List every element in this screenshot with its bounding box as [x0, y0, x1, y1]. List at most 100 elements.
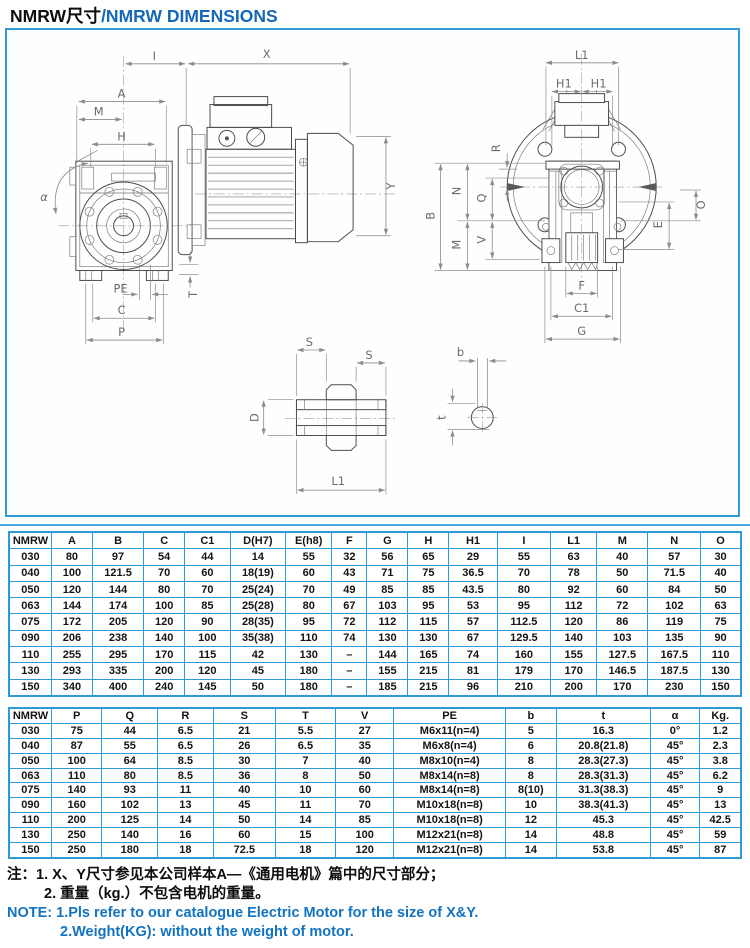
- table-cell: 130: [8, 662, 52, 680]
- table-cell: 125: [101, 812, 159, 829]
- table-cell: 25(28): [229, 597, 287, 615]
- table-cell: 335: [91, 662, 145, 680]
- table-cell: 8: [274, 767, 336, 784]
- table-cell: 250: [50, 827, 103, 844]
- table-cell: 030: [8, 548, 52, 566]
- table-cell: 075: [8, 782, 52, 799]
- table-cell: 43: [331, 564, 368, 582]
- table-cell: 100: [143, 597, 186, 615]
- table-cell: 85: [334, 812, 395, 829]
- table-cell: 400: [91, 678, 145, 697]
- table-cell: 60: [184, 564, 231, 582]
- column-header: b: [504, 707, 557, 724]
- table-cell: 31.3(38.3): [555, 782, 651, 799]
- dim-label-e: E: [651, 221, 665, 228]
- table-cell: 10: [274, 782, 336, 799]
- table-cell: 255: [50, 646, 93, 664]
- table-cell: 167.5: [647, 646, 702, 664]
- table-cell: 7: [274, 752, 336, 769]
- table-cell: 120: [334, 842, 395, 859]
- table-cell: 8.5: [157, 767, 214, 784]
- table-cell: 180: [285, 662, 333, 680]
- table-cell: 50: [229, 678, 287, 697]
- dim-label-h1-right: H1: [591, 77, 607, 91]
- table-cell: 87: [50, 737, 103, 754]
- table-cell: 170: [596, 678, 649, 697]
- table-cell: 160: [496, 646, 552, 664]
- table-cell: 130: [407, 629, 450, 648]
- table-cell: 40: [212, 782, 276, 799]
- table-cell: 130: [285, 646, 333, 664]
- table-cell: 205: [91, 613, 145, 631]
- table-cell: 040: [8, 564, 52, 582]
- dim-label-key-t: t: [435, 415, 449, 420]
- table-cell: 45: [229, 662, 287, 680]
- table-cell: 70: [143, 564, 186, 582]
- table-cell: M10x18(n=8): [393, 812, 506, 829]
- table-cell: 30: [212, 752, 276, 769]
- table-cell: 92: [550, 580, 598, 599]
- column-header: A: [50, 531, 93, 550]
- table-cell: 67: [331, 597, 368, 615]
- table-cell: 6.5: [157, 737, 214, 754]
- table-cell: 238: [91, 629, 145, 648]
- table-cell: 45: [212, 797, 276, 814]
- dim-label-d: D: [248, 413, 262, 422]
- table-cell: 40: [334, 752, 395, 769]
- table-cell: 6.5: [274, 737, 336, 754]
- table-cell: 80: [496, 580, 552, 599]
- table-cell: 90: [700, 629, 742, 648]
- table-cell: 155: [366, 662, 409, 680]
- front-view: L1 H1 H1 R B N M Q V O E F C1 G: [424, 48, 708, 344]
- dim-label-y: Y: [384, 183, 398, 191]
- table-cell: 050: [8, 752, 52, 769]
- table-cell: 2.3: [699, 737, 742, 754]
- column-header: Kg.: [699, 707, 742, 724]
- table-cell: 115: [407, 613, 450, 631]
- table-cell: 27: [334, 722, 395, 739]
- table-cell: 40: [596, 548, 649, 566]
- table-cell: 110: [285, 629, 333, 648]
- table-cell: 50: [334, 767, 395, 784]
- table-cell: 44: [184, 548, 231, 566]
- table-cell: 155: [550, 646, 598, 664]
- column-header: R: [157, 707, 214, 724]
- column-header: B: [91, 531, 145, 550]
- table-cell: 59: [699, 827, 742, 844]
- technical-drawing: I X A M H α Y PE T C P: [40, 47, 708, 495]
- table-cell: 170: [143, 646, 186, 664]
- column-header: F: [331, 531, 368, 550]
- column-header: NMRW: [8, 531, 52, 550]
- table-cell: 65: [407, 548, 450, 566]
- table-cell: 145: [184, 678, 231, 697]
- table-cell: 50: [596, 564, 649, 582]
- table-cell: 45°: [649, 797, 701, 814]
- table-cell: 28.3(31.3): [555, 767, 651, 784]
- table-cell: 293: [50, 662, 93, 680]
- table-cell: 12: [504, 812, 557, 829]
- table-cell: 18: [157, 842, 214, 859]
- table-cell: 160: [50, 797, 103, 814]
- table-cell: 0°: [649, 722, 701, 739]
- table-cell: 179: [496, 662, 552, 680]
- table-cell: 86: [596, 613, 649, 631]
- dim-label-key-b: b: [457, 345, 464, 359]
- table-cell: 8: [504, 767, 557, 784]
- table-cell: 80: [50, 548, 93, 566]
- table-cell: 60: [212, 827, 276, 844]
- table-cell: 84: [647, 580, 702, 599]
- column-header: V: [334, 707, 395, 724]
- table-cell: 49: [331, 580, 368, 599]
- table-cell: 71: [366, 564, 409, 582]
- dim-label-l1: L1: [575, 48, 589, 62]
- column-header: G: [366, 531, 409, 550]
- column-header: t: [555, 707, 651, 724]
- table-cell: 13: [157, 797, 214, 814]
